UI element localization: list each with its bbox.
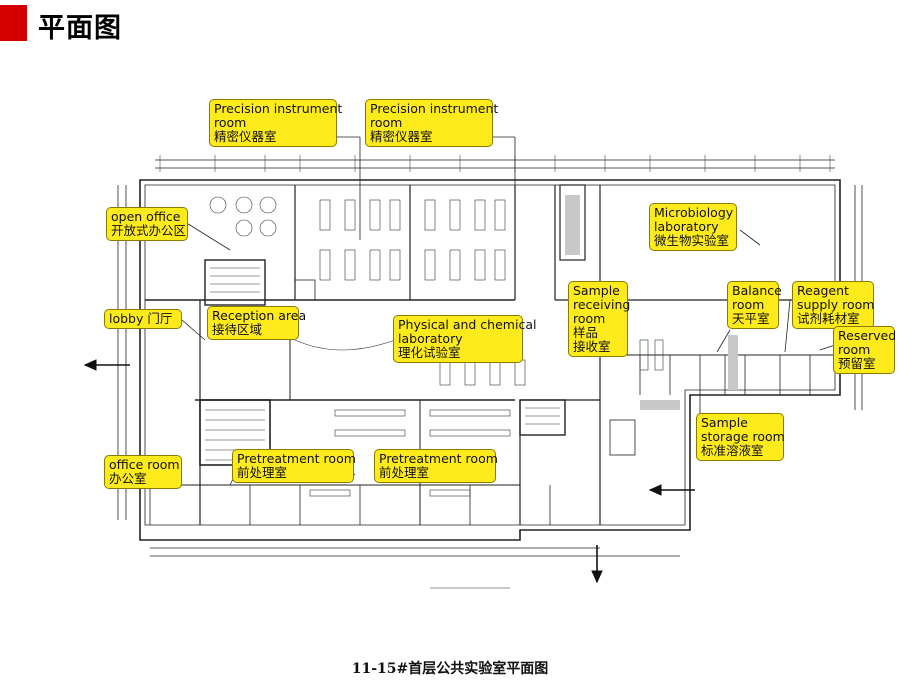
callout-physical-chemical-laboratory: Physical and chemical laboratory 理化试验室: [393, 315, 536, 363]
header-accent-bar: [0, 5, 27, 41]
callout-sample-receiving-room: Sample receiving room 样品 接收室: [568, 281, 630, 357]
callout-microbiology-laboratory: Microbiology laboratory 微生物实验室: [649, 203, 737, 251]
callout-precision-instrument-room-1: Precision instrument room 精密仪器室: [209, 99, 342, 147]
callout-reagent-supply-room: Reagent supply room 试剂耗材室: [792, 281, 874, 329]
callout-pretreatment-room-2: Pretreatment room 前处理室: [374, 449, 498, 483]
page-title: 平面图: [38, 13, 122, 44]
callout-reception-area: Reception area 接待区域: [207, 306, 306, 340]
callout-lobby: lobby 门厅: [104, 309, 182, 329]
callout-balance-room: Balance room 天平室: [727, 281, 782, 329]
callout-precision-instrument-room-2: Precision instrument room 精密仪器室: [365, 99, 498, 147]
callout-office-room: office room 办公室: [104, 455, 182, 489]
figure-caption: 11-15#首层公共实验室平面图: [351, 661, 549, 677]
callout-pretreatment-room-1: Pretreatment room 前处理室: [232, 449, 356, 483]
callout-open-office: open office 开放式办公区: [106, 207, 188, 241]
callout-reserved-room: Reserved room 预留室: [833, 326, 896, 374]
callout-sample-storage-room: Sample storage room 标准溶液室: [696, 413, 785, 461]
